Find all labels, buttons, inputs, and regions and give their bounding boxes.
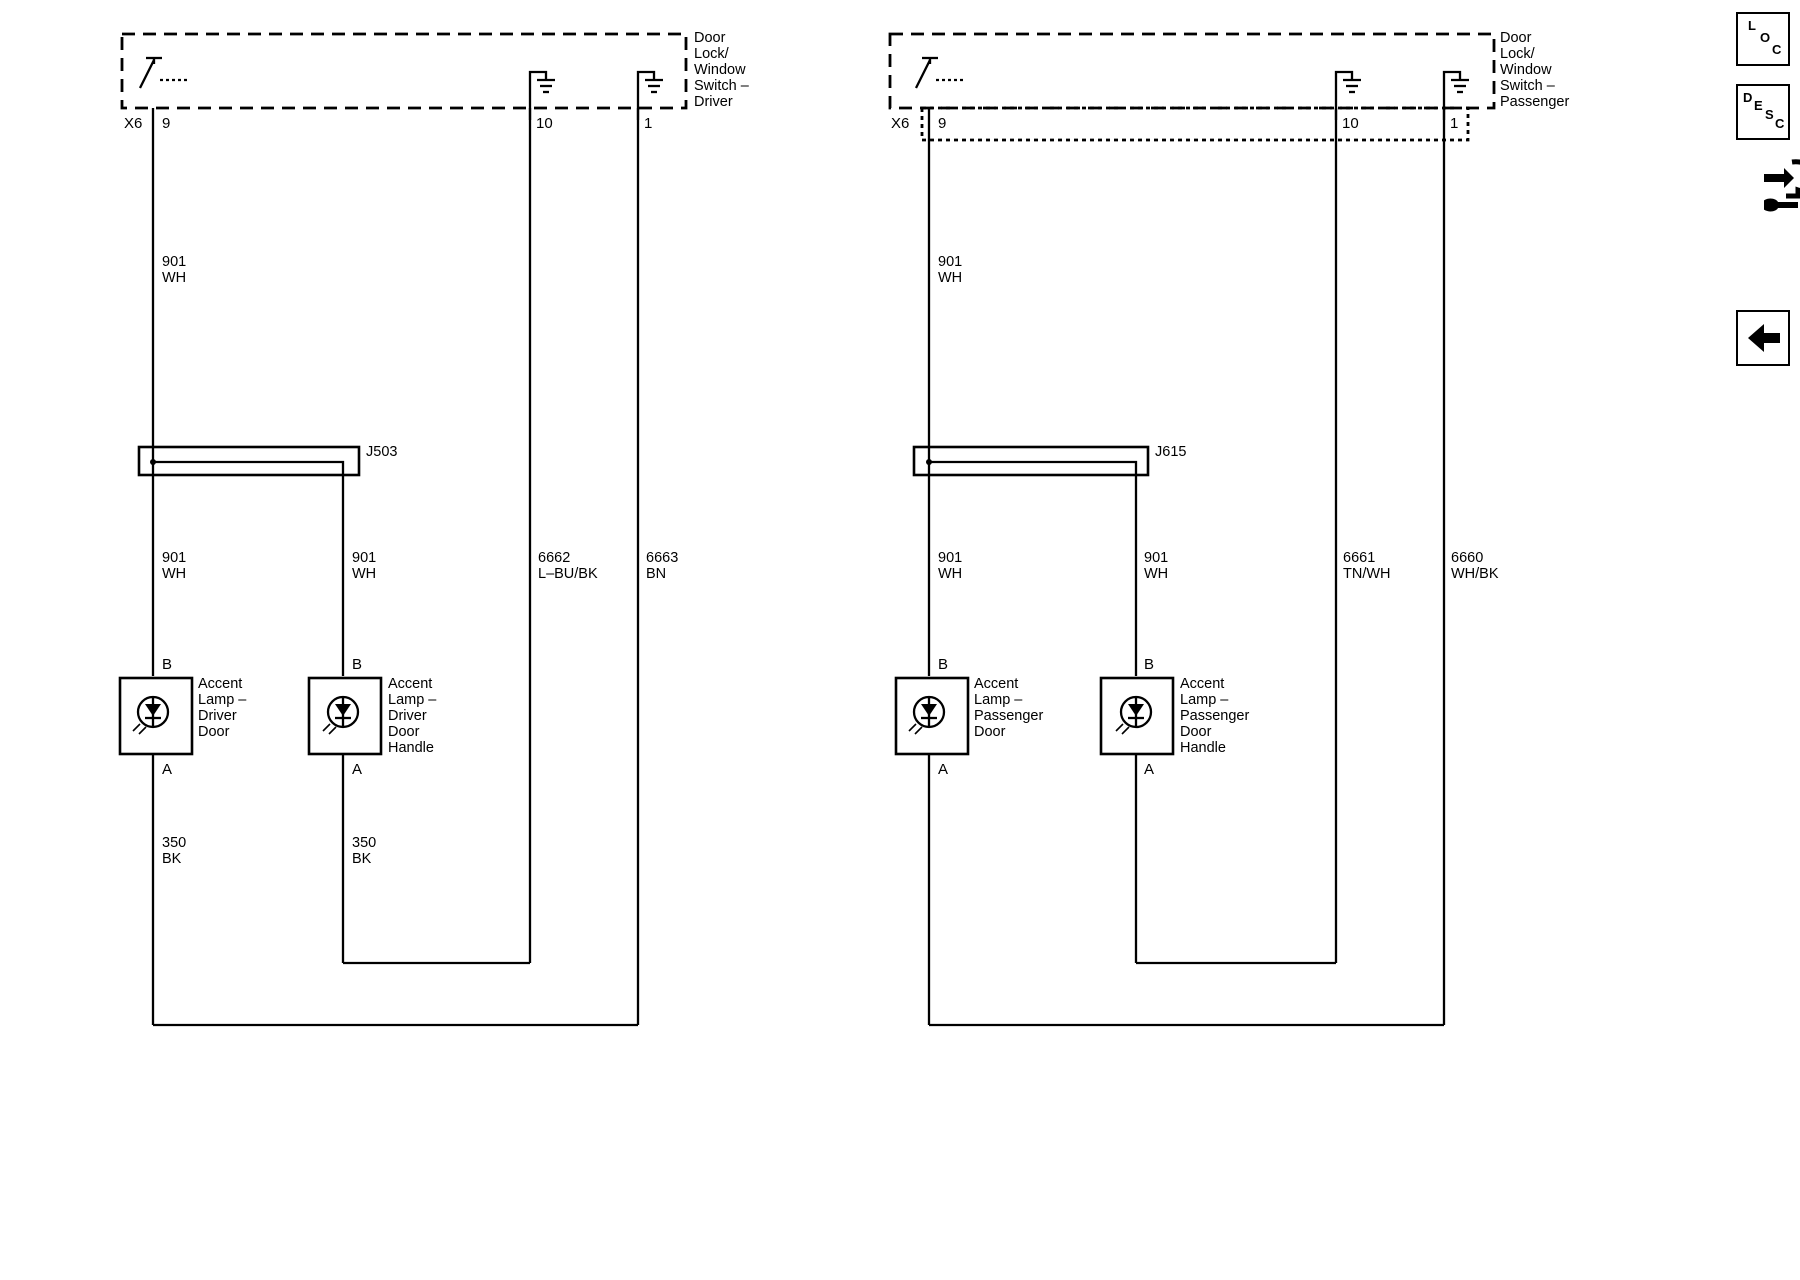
driver-splice-point [150,459,156,465]
passenger-lamp-door-label: Accent Lamp – Passenger Door [974,676,1047,740]
driver-wire-label-gnd-left: 350 BK [162,835,190,867]
svg-text:A: A [162,761,172,778]
passenger-splice-label: J615 [1155,444,1186,460]
passenger-pin-1: 1 [1450,115,1458,132]
driver-circuit: Door Lock/ Window Switch – Driver X6 9 1… [118,30,753,1027]
svg-text:B: B [352,656,362,673]
driver-pin-9: 9 [162,115,170,132]
passenger-connector-outline [920,106,1470,142]
svg-text:B: B [1144,656,1154,673]
driver-lamp-door-handle: B A Accent Lamp – Driver Door Handle [307,656,440,778]
passenger-splice-point [926,459,932,465]
passenger-connector-label: X6 [891,115,909,132]
back-arrow-icon[interactable] [1736,310,1790,366]
passenger-pin-9: 9 [938,115,946,132]
driver-pin-10: 10 [536,115,553,132]
passenger-wire-label-right-mid: 901 WH [1144,550,1172,582]
passenger-switch-label: Door Lock/ Window Switch – Passenger [1500,30,1569,110]
passenger-lamp-door-handle: B A Accent Lamp – Passenger Door Handle [1099,656,1253,778]
svg-text:A: A [352,761,362,778]
passenger-switch-symbol [914,56,966,89]
driver-wire-label-10: 6662 L–BU/BK [538,550,598,582]
driver-wire-label-left-mid: 901 WH [162,550,190,582]
driver-pin-1: 1 [644,115,652,132]
passenger-circuit: Door Lock/ Window Switch – Passenger X6 … [888,30,1569,1027]
driver-ground-symbol-10 [528,70,555,120]
svg-text:A: A [1144,761,1154,778]
passenger-switch-enclosure [888,32,1496,110]
location-icon[interactable]: L O C [1736,12,1790,66]
driver-connector-label: X6 [124,115,142,132]
passenger-wire-label-1: 6660 WH/BK [1451,550,1499,582]
connector-tool-icon[interactable] [1764,156,1800,218]
description-icon[interactable]: D E S C [1736,84,1790,140]
svg-text:A: A [938,761,948,778]
driver-wire-label-upper: 901 WH [162,254,190,286]
driver-wire-901-right [153,460,345,676]
driver-lamp-door: B A Accent Lamp – Driver Door [118,656,250,778]
passenger-ground-symbol-10 [1334,70,1361,120]
driver-switch-symbol [138,56,190,89]
passenger-splice-box [912,445,1150,477]
driver-splice-box [137,445,361,477]
passenger-wire-label-upper: 901 WH [938,254,966,286]
driver-wire-label-1: 6663 BN [646,550,682,582]
driver-ground-symbol-1 [636,70,663,120]
driver-splice-label: J503 [366,444,397,460]
driver-wire-label-right-mid: 901 WH [352,550,380,582]
passenger-lamp-door-handle-label: Accent Lamp – Passenger Door Handle [1180,676,1253,756]
passenger-lamp-door: B A Accent Lamp – Passenger Door [894,656,1047,778]
driver-lamp-door-label: Accent Lamp – Driver Door [198,676,250,740]
passenger-wire-label-10: 6661 TN/WH [1343,550,1391,582]
driver-switch-enclosure [120,32,688,110]
driver-switch-label: Door Lock/ Window Switch – Driver [694,30,753,110]
passenger-wire-label-left-mid: 901 WH [938,550,966,582]
passenger-pin-10: 10 [1342,115,1359,132]
driver-lamp-door-handle-label: Accent Lamp – Driver Door Handle [388,676,440,756]
passenger-wire-901-right [929,460,1138,676]
passenger-ground-symbol-1 [1442,70,1469,120]
svg-text:B: B [938,656,948,673]
driver-wire-label-gnd-right: 350 BK [352,835,380,867]
svg-text:B: B [162,656,172,673]
